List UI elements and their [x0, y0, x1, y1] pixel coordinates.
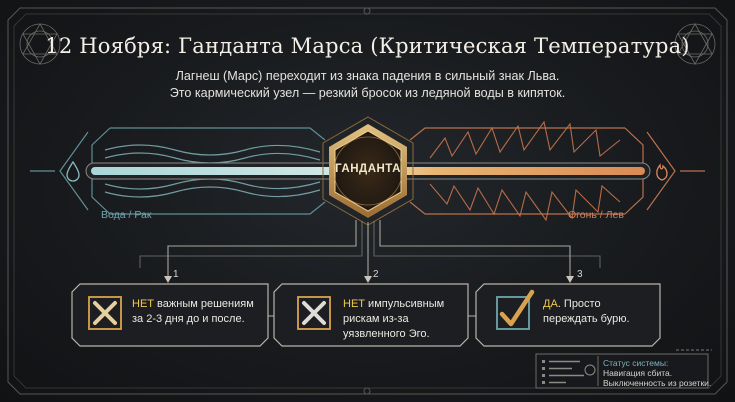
connectors [139, 220, 601, 317]
subtitle-line-1: Лагнеш (Марс) переходит из знака падения… [175, 69, 560, 83]
flame-icon [656, 163, 668, 181]
frame [7, 7, 728, 395]
card-1-accent: НЕТ [132, 298, 154, 310]
card-2-text: НЕТ импульсивным рискам из-за уязвленног… [343, 297, 465, 342]
fire-label: Огонь / Лев [568, 209, 624, 221]
corner-ornament-left [19, 23, 61, 65]
system-status: Статус системы: Навигация сбита. Выключе… [603, 358, 711, 388]
card-3-accent: ДА [543, 298, 558, 310]
checkmark-icon [496, 289, 535, 330]
card-1-body: важным решениям за 2-3 дня до и после. [132, 298, 254, 325]
page-title: 12 Ноября: Ганданта Марса (Критическая Т… [45, 34, 690, 58]
status-line-1: Навигация сбита. [603, 368, 673, 378]
card-number-3: 3 [577, 269, 583, 280]
water-drop-icon [66, 160, 80, 182]
card-number-1: 1 [173, 269, 179, 280]
water-label: Вода / Рак [101, 209, 152, 221]
x-mark-icon [88, 296, 122, 330]
card-2-accent: НЕТ [343, 298, 365, 310]
card-3-text: ДА. Просто переждать бурю. [543, 297, 655, 327]
subtitle-line-2: Это кармический узел — резкий бросок из … [169, 86, 566, 100]
status-panel [535, 349, 712, 389]
status-line-2: Выключенность из розетки. [603, 378, 712, 388]
gandanta-hexagon [322, 116, 414, 226]
card-1-text: НЕТ важным решениям за 2-3 дня до и посл… [132, 297, 264, 327]
card-number-2: 2 [373, 269, 379, 280]
x-mark-icon [297, 296, 331, 330]
card-frames [71, 283, 661, 347]
card-3-body: . Просто переждать бурю. [543, 298, 630, 325]
card-2-body: импульсивным рискам из-за уязвленного Эг… [343, 298, 445, 340]
corner-ornament-right [674, 23, 716, 65]
status-title: Статус системы: [603, 358, 669, 368]
gandanta-label: ГАНДАНТА [335, 163, 401, 175]
fire-spikes [429, 120, 621, 222]
page-subtitle: Лагнеш (Марс) переходит из знака падения… [0, 68, 735, 102]
